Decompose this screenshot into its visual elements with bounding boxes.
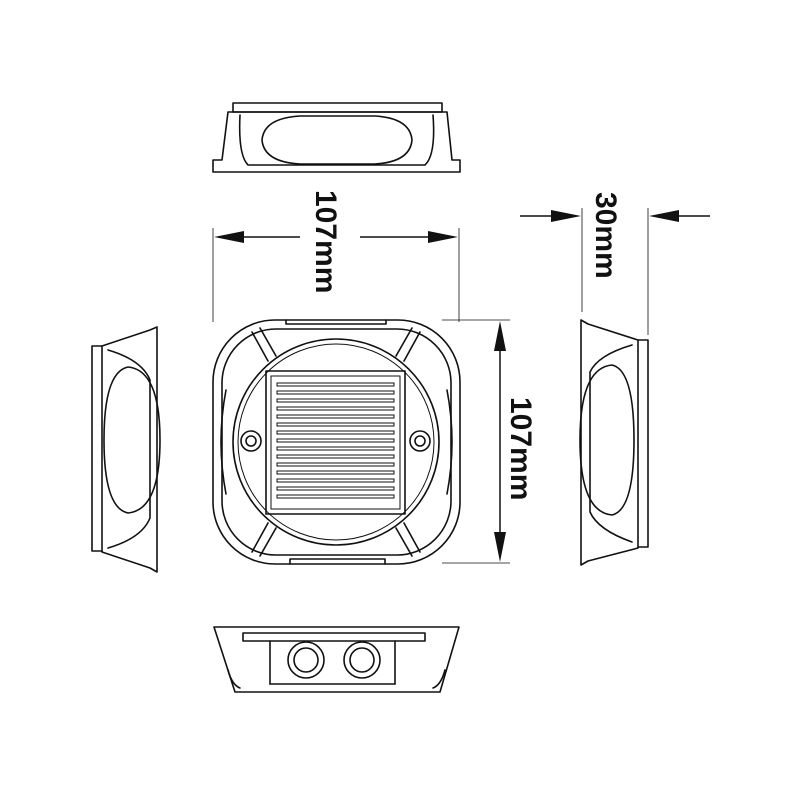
dimension-depth: 30mm (520, 192, 710, 335)
solar-slat (276, 406, 395, 411)
solar-panel-slats (276, 382, 395, 499)
solar-slat (276, 430, 395, 435)
solar-slat (276, 486, 395, 491)
solar-slat (276, 462, 395, 467)
solar-slat (276, 478, 395, 483)
solar-slat (276, 390, 395, 395)
solar-slat (276, 398, 395, 403)
dimension-height: 107mm (442, 319, 537, 564)
right-side-view (579, 319, 649, 566)
width-dimension-label: 107mm (309, 190, 342, 293)
solar-slat (276, 446, 395, 451)
left-side-view (91, 326, 161, 573)
top-view (212, 102, 461, 173)
bottom-view (213, 626, 460, 693)
solar-slat (276, 454, 395, 459)
solar-slat (276, 414, 395, 419)
depth-dimension-label: 30mm (589, 192, 622, 279)
solar-slat (276, 382, 395, 387)
dimension-width: 107mm (212, 190, 460, 322)
solar-slat (276, 470, 395, 475)
height-dimension-label: 107mm (504, 397, 537, 500)
front-view (212, 319, 461, 565)
solar-slat (276, 494, 395, 499)
solar-slat (276, 422, 395, 427)
solar-slat (276, 438, 395, 443)
